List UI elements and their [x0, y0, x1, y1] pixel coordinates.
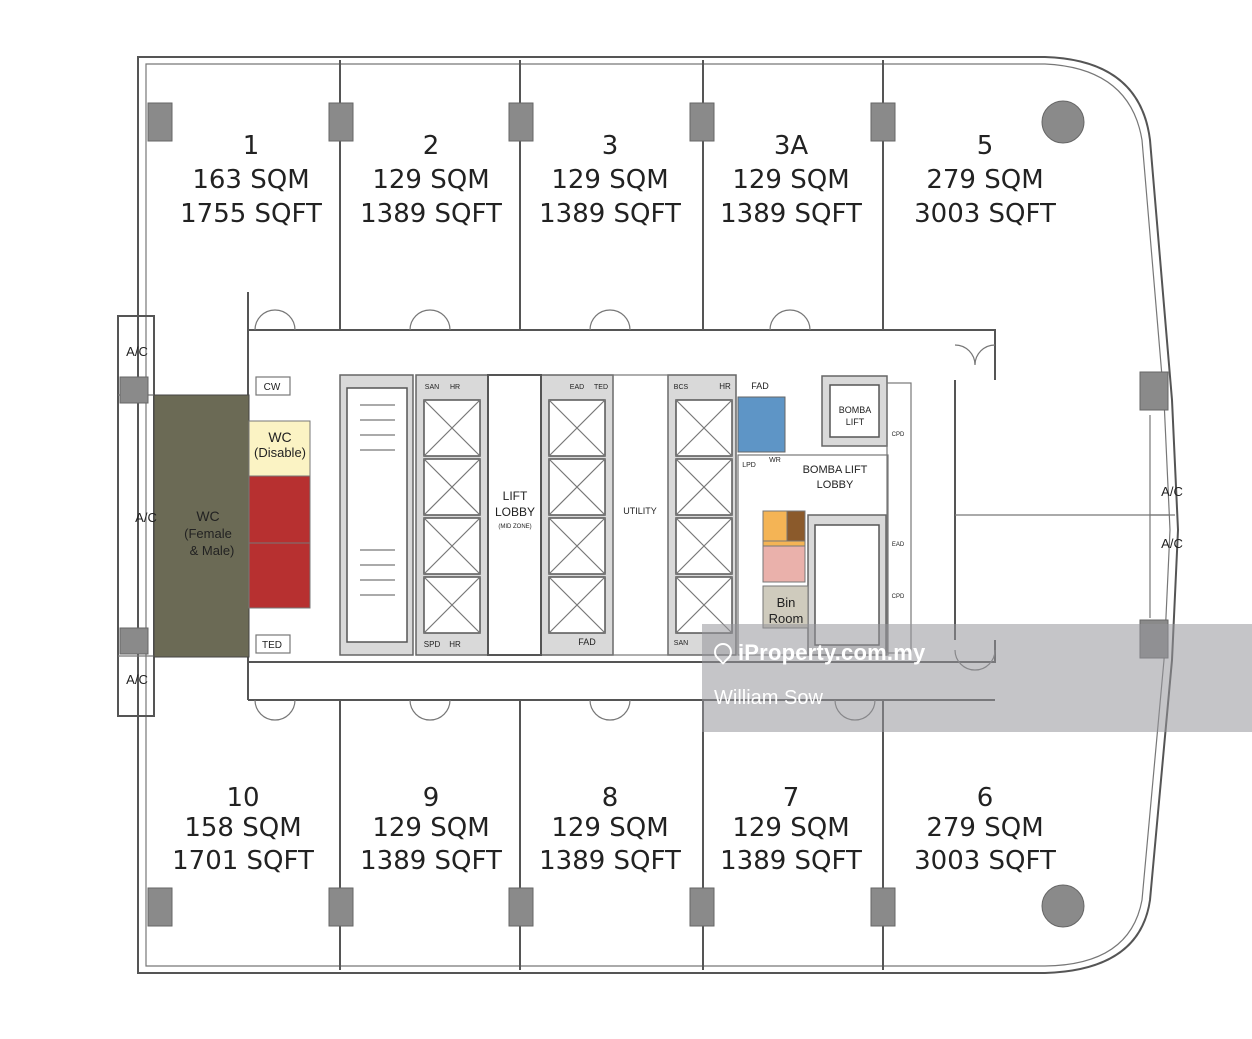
- bin-room-label-2: Room: [769, 611, 804, 626]
- wc-main-label-1: WC: [196, 508, 219, 524]
- wc-disable-label-1: WC: [268, 429, 291, 445]
- lift-bank-1: [415, 374, 489, 656]
- spd-label: SPD: [424, 640, 441, 649]
- fad-label-2: FAD: [578, 637, 596, 647]
- unit-9-sqft: 1389 SQFT: [360, 846, 502, 876]
- ead-label: EAD: [570, 384, 584, 391]
- unit-3-label: 3 129 SQM 1389 SQFT: [539, 131, 681, 229]
- san-label: SAN: [425, 384, 439, 391]
- unit-10-sqft: 1701 SQFT: [172, 846, 314, 876]
- unit-1-sqft: 1755 SQFT: [180, 199, 322, 229]
- wc-disable-label-2: (Disable): [254, 445, 306, 460]
- unit-3a-sqm: 129 SQM: [732, 165, 849, 195]
- bomba-lobby-label-2: LOBBY: [817, 479, 854, 491]
- unit-5-label: 5 279 SQM 3003 SQFT: [914, 131, 1056, 229]
- unit-1-number: 1: [243, 131, 260, 161]
- color-room-pink: [762, 545, 806, 583]
- lift-bank-2: [540, 374, 614, 656]
- unit-9-number: 9: [423, 783, 440, 813]
- unit-1-sqm: 163 SQM: [192, 165, 309, 195]
- fad-room: [737, 396, 786, 453]
- wc-red-block-1: [248, 475, 311, 544]
- unit-3-sqft: 1389 SQFT: [539, 199, 681, 229]
- wr-label: WR: [769, 457, 781, 464]
- watermark-brand: iProperty.com.my: [710, 639, 926, 666]
- unit-9-label: 9 129 SQM 1389 SQFT: [360, 783, 502, 876]
- bin-room-label-1: Bin: [777, 595, 796, 610]
- bcs-label: BCS: [674, 384, 689, 391]
- unit-10-number: 10: [226, 783, 259, 813]
- unit-6-sqft: 3003 SQFT: [914, 846, 1056, 876]
- ead-label-2: EAD: [892, 542, 905, 548]
- unit-8-label: 8 129 SQM 1389 SQFT: [539, 783, 681, 876]
- unit-10-label: 10 158 SQM 1701 SQFT: [172, 783, 314, 876]
- hr-label: HR: [450, 384, 460, 391]
- wc-red-block-2: [248, 542, 311, 609]
- watermark-agent: William Sow: [714, 687, 823, 709]
- ac-label: A/C: [135, 510, 157, 525]
- lpd-label: LPD: [742, 462, 756, 469]
- color-room-orange-2: [762, 540, 806, 547]
- unit-10-sqm: 158 SQM: [184, 813, 301, 843]
- lift-lobby-label-1: LIFT: [503, 489, 528, 503]
- small-labels: A/C A/C A/C A/C A/C CW TED WC (Disable) …: [126, 344, 1183, 687]
- unit-7-sqft: 1389 SQFT: [720, 846, 862, 876]
- unit-2-number: 2: [423, 131, 440, 161]
- ac-label: A/C: [126, 344, 148, 359]
- unit-6-label: 6 279 SQM 3003 SQFT: [914, 783, 1056, 876]
- unit-7-label: 7 129 SQM 1389 SQFT: [720, 783, 862, 876]
- watermark: iProperty.com.my William Sow: [702, 624, 1252, 732]
- fad-label: FAD: [751, 381, 769, 391]
- unit-7-sqm: 129 SQM: [732, 813, 849, 843]
- utility-label: UTILITY: [623, 506, 657, 516]
- ac-label: A/C: [126, 672, 148, 687]
- unit-5-sqm: 279 SQM: [926, 165, 1043, 195]
- unit-6-number: 6: [977, 783, 994, 813]
- hr-label-3: HR: [449, 640, 461, 649]
- unit-8-sqft: 1389 SQFT: [539, 846, 681, 876]
- wc-main-label-2: (Female: [184, 526, 232, 541]
- ted-label: TED: [262, 640, 282, 651]
- wc-main-block: [153, 394, 250, 658]
- lift-lobby-label-3: (MID ZONE): [498, 524, 531, 530]
- lift-bank-3: [667, 374, 737, 656]
- cpd-label: CPD: [892, 432, 905, 438]
- unit-2-sqft: 1389 SQFT: [360, 199, 502, 229]
- unit-1-label: 1 163 SQM 1755 SQFT: [180, 131, 322, 229]
- cpd-label-2: CPD: [892, 594, 905, 600]
- color-room-orange: [762, 510, 788, 542]
- ted-label-2: TED: [594, 384, 608, 391]
- unit-6-sqm: 279 SQM: [926, 813, 1043, 843]
- unit-3a-number: 3A: [774, 131, 809, 161]
- color-room-brown: [786, 510, 806, 542]
- unit-2-label: 2 129 SQM 1389 SQFT: [360, 131, 502, 229]
- unit-3a-label: 3A 129 SQM 1389 SQFT: [720, 131, 862, 229]
- unit-7-number: 7: [783, 783, 800, 813]
- san-label-2: SAN: [674, 640, 688, 647]
- unit-9-sqm: 129 SQM: [372, 813, 489, 843]
- unit-5-number: 5: [977, 131, 994, 161]
- unit-3-number: 3: [602, 131, 619, 161]
- ac-label: A/C: [1161, 536, 1183, 551]
- cw-label: CW: [264, 382, 281, 393]
- unit-8-number: 8: [602, 783, 619, 813]
- wc-main-label-3: & Male): [190, 543, 235, 558]
- watermark-brand-text: iProperty.com.my: [738, 640, 926, 665]
- location-pin-icon: [710, 639, 736, 665]
- bomba-lift-label-1: BOMBA: [839, 405, 872, 415]
- unit-5-sqft: 3003 SQFT: [914, 199, 1056, 229]
- unit-8-sqm: 129 SQM: [551, 813, 668, 843]
- lift-lobby-label-2: LOBBY: [495, 505, 535, 519]
- wc-disable-block: [248, 420, 311, 477]
- unit-3a-sqft: 1389 SQFT: [720, 199, 862, 229]
- unit-2-sqm: 129 SQM: [372, 165, 489, 195]
- hr-label-2: HR: [719, 382, 731, 391]
- unit-3-sqm: 129 SQM: [551, 165, 668, 195]
- building-outline: [137, 56, 1180, 974]
- bomba-lobby-label-1: BOMBA LIFT: [803, 464, 868, 476]
- ac-label: A/C: [1161, 484, 1183, 499]
- bin-room: [762, 585, 809, 629]
- bomba-lift-label-2: LIFT: [846, 417, 865, 427]
